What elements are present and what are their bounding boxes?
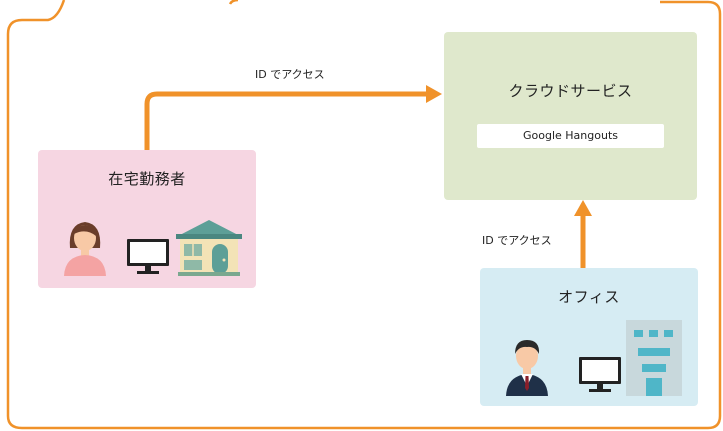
office-node: オフィス	[480, 268, 698, 406]
outer-border	[6, 0, 722, 430]
monitor-icon	[579, 357, 621, 392]
office-title: オフィス	[558, 288, 620, 306]
businessman-icon	[506, 340, 548, 396]
edge-label-office-to-cloud: ID でアクセス	[482, 234, 552, 247]
monitor-icon	[127, 239, 169, 274]
cloud-service-node: クラウドサービス Google Hangouts	[444, 32, 697, 200]
cloud-service-title: クラウドサービス	[508, 82, 633, 100]
arrow-office-to-cloud-head	[574, 200, 592, 216]
edge-label-remote-to-cloud: ID でアクセス	[255, 68, 325, 81]
house-icon	[176, 220, 242, 276]
arrow-remote-to-cloud	[144, 91, 426, 150]
arrow-remote-to-cloud-head	[426, 85, 442, 103]
outer-border-top-right	[228, 0, 239, 5]
remote-worker-node: 在宅勤務者	[38, 150, 256, 288]
office-building-icon	[626, 320, 682, 396]
remote-worker-title: 在宅勤務者	[108, 170, 186, 188]
woman-icon	[64, 222, 106, 276]
service-name-badge: Google Hangouts	[477, 124, 664, 148]
